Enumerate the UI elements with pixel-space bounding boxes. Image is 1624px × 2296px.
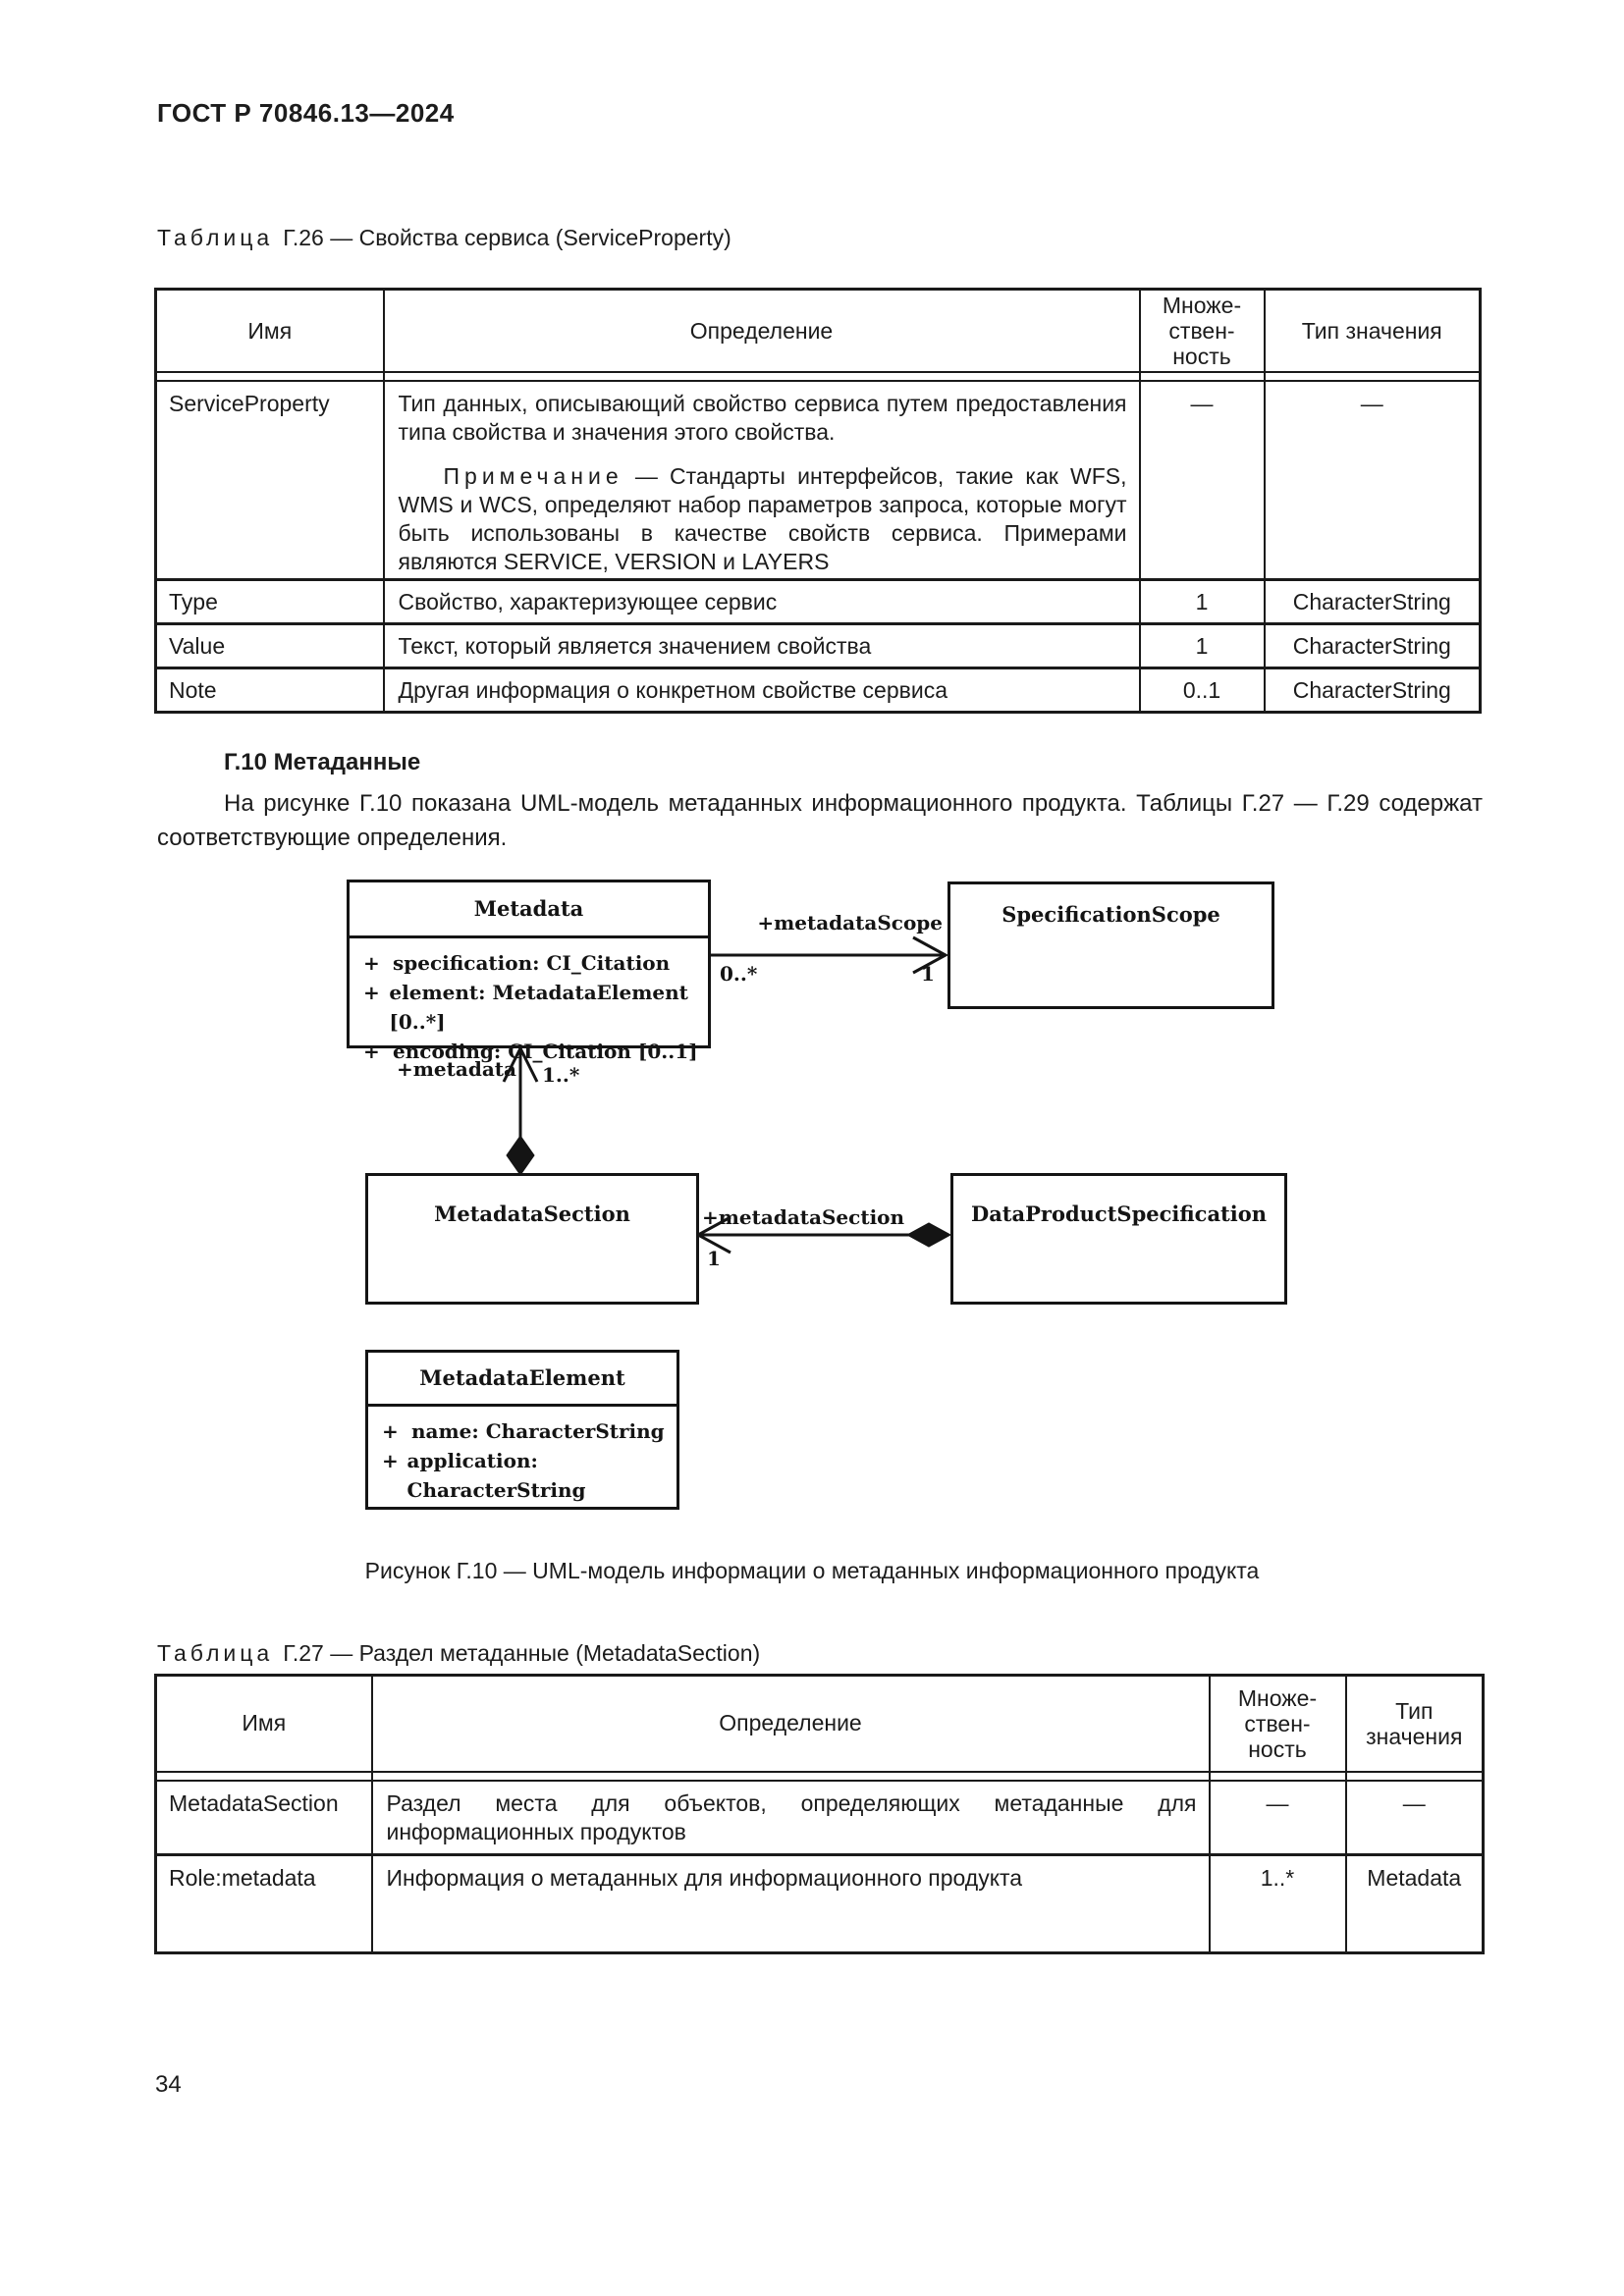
column-header-definition: Определение — [370, 1674, 1211, 1773]
column-header-name: Имя — [154, 1674, 373, 1773]
association-role-label: +metadataSection — [702, 1205, 905, 1229]
cell-value-type: — — [1344, 1779, 1485, 1856]
column-header-value-type: Тип значения — [1344, 1674, 1485, 1773]
class-title: Metadata — [350, 882, 708, 938]
table26-caption: Таблица Г.26 — Свойства сервиса (ServiceP… — [157, 225, 731, 251]
attribute-text: encoding: CI_Citation [0..1] — [393, 1040, 698, 1063]
cell-name: Note — [154, 667, 385, 714]
class-box-metadata: Metadata + specification: CI_Citation + el… — [347, 880, 711, 1063]
table-row: Role:metadata Информация о метаданных дл… — [154, 1853, 1485, 1954]
column-header-multiplicity: Множе- ствен- ность — [1138, 288, 1266, 373]
figure-caption: Рисунок Г.10 — UML-модель информации о м… — [364, 1558, 1260, 1583]
cell-definition: Свойство, характеризующее сервис — [382, 578, 1141, 625]
section-heading: Г.10 Метаданные — [224, 749, 421, 775]
attribute-visibility: + — [382, 1419, 399, 1443]
attribute-text: specification: CI_Citation — [393, 951, 671, 975]
multiplicity-label: 0..* — [720, 962, 758, 986]
cell-value-type: CharacterString — [1263, 578, 1482, 625]
column-header-value-type: Тип значения — [1263, 288, 1482, 373]
cell-multiplicity: — — [1208, 1779, 1347, 1856]
table27-caption: Таблица Г.27 — Раздел метаданные (Metadat… — [157, 1640, 760, 1667]
cell-value-type: Metadata — [1344, 1853, 1485, 1954]
cell-name: MetadataSection — [154, 1779, 373, 1856]
table26-caption-text: Г.26 — Свойства сервиса (ServiceProperty… — [283, 225, 731, 250]
definition-text: Тип данных, описывающий свойство сервиса… — [398, 391, 1127, 445]
association-lines — [502, 935, 952, 1255]
table27-caption-label: Таблица — [157, 1640, 274, 1666]
table27-header-row: Имя Определение Множе- ствен- ность Тип … — [154, 1674, 1485, 1773]
table-row: Note Другая информация о конкретном свой… — [154, 667, 1482, 714]
multiplicity-label: 1..* — [542, 1063, 580, 1087]
class-box-specification-scope: SpecificationScope — [947, 881, 1274, 1009]
cell-name: Value — [154, 622, 385, 669]
table27-caption-text: Г.27 — Раздел метаданные (MetadataSectio… — [283, 1640, 761, 1666]
cell-multiplicity: 1 — [1138, 622, 1266, 669]
open-arrowhead — [912, 935, 949, 975]
multiplicity-label: 1 — [707, 1247, 721, 1270]
cell-name: Role:metadata — [154, 1853, 373, 1954]
note-text: — Стандарты интерфейсов, такие как WFS, … — [398, 463, 1127, 574]
table-row: ServiceProperty Тип данных, описывающий … — [154, 380, 1482, 581]
attribute-text: element: MetadataElement [0..*] — [389, 981, 688, 1034]
class-attributes: + specification: CI_Citation + element: Me… — [350, 938, 708, 1066]
table27: Имя Определение Множе- ствен- ность Тип … — [154, 1674, 1485, 1954]
cell-name: Type — [154, 578, 385, 625]
attribute-text: name: CharacterString — [411, 1419, 665, 1443]
uml-diagram: Metadata + specification: CI_Citation + el… — [0, 864, 1624, 1541]
cell-multiplicity: — — [1138, 380, 1266, 581]
header-double-rule — [154, 372, 1482, 382]
association-role-label: +metadataScope — [757, 911, 943, 934]
column-header-definition: Определение — [382, 288, 1141, 373]
cell-definition: Текст, который является значением свойст… — [382, 622, 1141, 669]
composition-diamond — [905, 1222, 952, 1248]
association-role-label: +metadata — [397, 1057, 516, 1081]
cell-definition: Раздел места для объектов, определяющих … — [370, 1779, 1211, 1856]
table26: Имя Определение Множе- ствен- ность Тип … — [154, 288, 1482, 714]
attribute-visibility: + — [363, 1040, 380, 1063]
class-title: SpecificationScope — [1001, 902, 1220, 927]
document-header: ГОСТ Р 70846.13—2024 — [157, 98, 455, 128]
table-row: Value Текст, который является значением … — [154, 622, 1482, 669]
cell-multiplicity: 1 — [1138, 578, 1266, 625]
attribute-text: application: CharacterString — [406, 1449, 586, 1502]
cell-value-type: CharacterString — [1263, 622, 1482, 669]
class-title: DataProductSpecification — [970, 1201, 1267, 1226]
class-attribute: + name: CharacterString — [368, 1416, 677, 1446]
class-title: MetadataElement — [368, 1353, 677, 1407]
cell-definition: Информация о метаданных для информационн… — [370, 1853, 1211, 1954]
table26-caption-label: Таблица — [157, 225, 274, 250]
cell-multiplicity: 1..* — [1208, 1853, 1347, 1954]
cell-definition: Тип данных, описывающий свойство сервиса… — [382, 380, 1141, 581]
table-row: Type Свойство, характеризующее сервис 1 … — [154, 578, 1482, 625]
attribute-visibility: + — [363, 981, 380, 1004]
class-box-metadata-section: MetadataSection — [365, 1173, 699, 1305]
class-attributes: + name: CharacterString + application: Cha… — [368, 1407, 677, 1505]
cell-value-type: CharacterString — [1263, 667, 1482, 714]
cell-definition: Другая информация о конкретном свойстве … — [382, 667, 1141, 714]
definition-note: Примечание — Стандарты интерфейсов, таки… — [399, 462, 1127, 576]
header-double-rule — [154, 1771, 1485, 1782]
section-paragraph: На рисунке Г.10 показана UML-модель мета… — [157, 790, 1483, 851]
open-arrowhead — [502, 1044, 539, 1083]
attribute-visibility: + — [363, 951, 380, 975]
column-header-multiplicity: Множе- ствен- ность — [1208, 1674, 1347, 1773]
cell-multiplicity: 0..1 — [1138, 667, 1266, 714]
class-attribute: + specification: CI_Citation — [350, 948, 708, 978]
class-attribute: + element: MetadataElement [0..*] — [350, 978, 708, 1037]
class-box-metadata-element: MetadataElement + name: CharacterString +… — [365, 1350, 679, 1510]
column-header-name: Имя — [154, 288, 385, 373]
class-title: MetadataSection — [434, 1201, 630, 1226]
class-box-data-product-specification: DataProductSpecification — [950, 1173, 1287, 1305]
composition-diamond — [506, 1135, 535, 1176]
class-attribute: + encoding: CI_Citation [0..1] — [350, 1037, 708, 1066]
table-row: MetadataSection Раздел места для объекто… — [154, 1779, 1485, 1856]
cell-value-type: — — [1263, 380, 1482, 581]
attribute-visibility: + — [382, 1449, 399, 1472]
page-number: 34 — [155, 2071, 182, 2098]
table26-header-row: Имя Определение Множе- ствен- ность Тип … — [154, 288, 1482, 373]
multiplicity-label: 1 — [921, 962, 935, 986]
cell-name: ServiceProperty — [154, 380, 385, 581]
class-attribute: + application: CharacterString — [368, 1446, 677, 1505]
note-label: Примечание — [443, 463, 623, 489]
